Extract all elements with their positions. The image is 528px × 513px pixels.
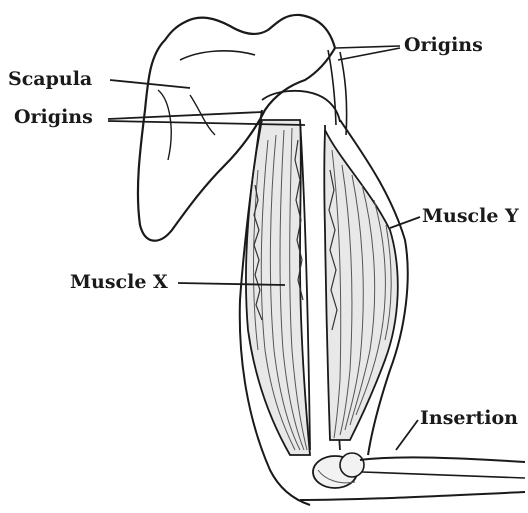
- scapula-spine: [180, 51, 255, 60]
- origins-label-top: Origins: [404, 36, 483, 55]
- pointer-insertion: [396, 420, 418, 450]
- insertion-label: Insertion: [420, 409, 518, 428]
- pointer-origins-top-b: [338, 48, 400, 60]
- pointer-origins-top-a: [336, 46, 400, 48]
- muscle-x: [246, 120, 310, 455]
- scapula-detail: [158, 90, 171, 160]
- muscle-y: [324, 130, 398, 440]
- pointer-origins-left-a: [108, 112, 262, 119]
- humerus-head: [262, 91, 340, 122]
- forearm-bone: [362, 472, 525, 478]
- muscle-y-label: Muscle Y: [422, 207, 519, 226]
- scapula-label: Scapula: [8, 70, 92, 89]
- elbow-joint: [313, 453, 364, 488]
- tendon-origin-1: [328, 50, 336, 125]
- pointer-muscle-y: [390, 217, 420, 228]
- scapula-outline: [138, 15, 335, 241]
- forearm-bottom: [300, 492, 525, 500]
- pointer-scapula: [110, 80, 190, 88]
- forearm-top: [360, 457, 525, 462]
- muscle-x-label: Muscle X: [70, 273, 168, 292]
- origins-label-left: Origins: [14, 108, 93, 127]
